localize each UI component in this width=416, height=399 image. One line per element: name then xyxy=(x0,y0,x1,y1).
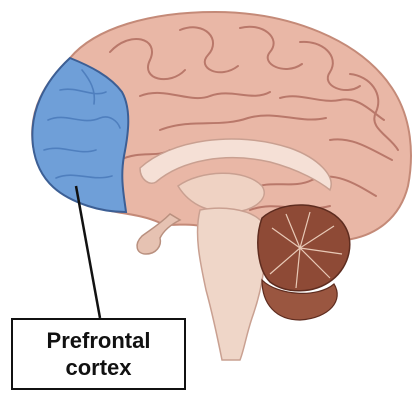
cerebellum xyxy=(258,205,350,291)
prefrontal-cortex-label: Prefrontal cortex xyxy=(11,318,186,390)
label-line-1: Prefrontal xyxy=(47,327,151,354)
brainstem xyxy=(198,208,266,360)
label-line-2: cortex xyxy=(47,354,151,381)
label-text: Prefrontal cortex xyxy=(47,327,151,381)
